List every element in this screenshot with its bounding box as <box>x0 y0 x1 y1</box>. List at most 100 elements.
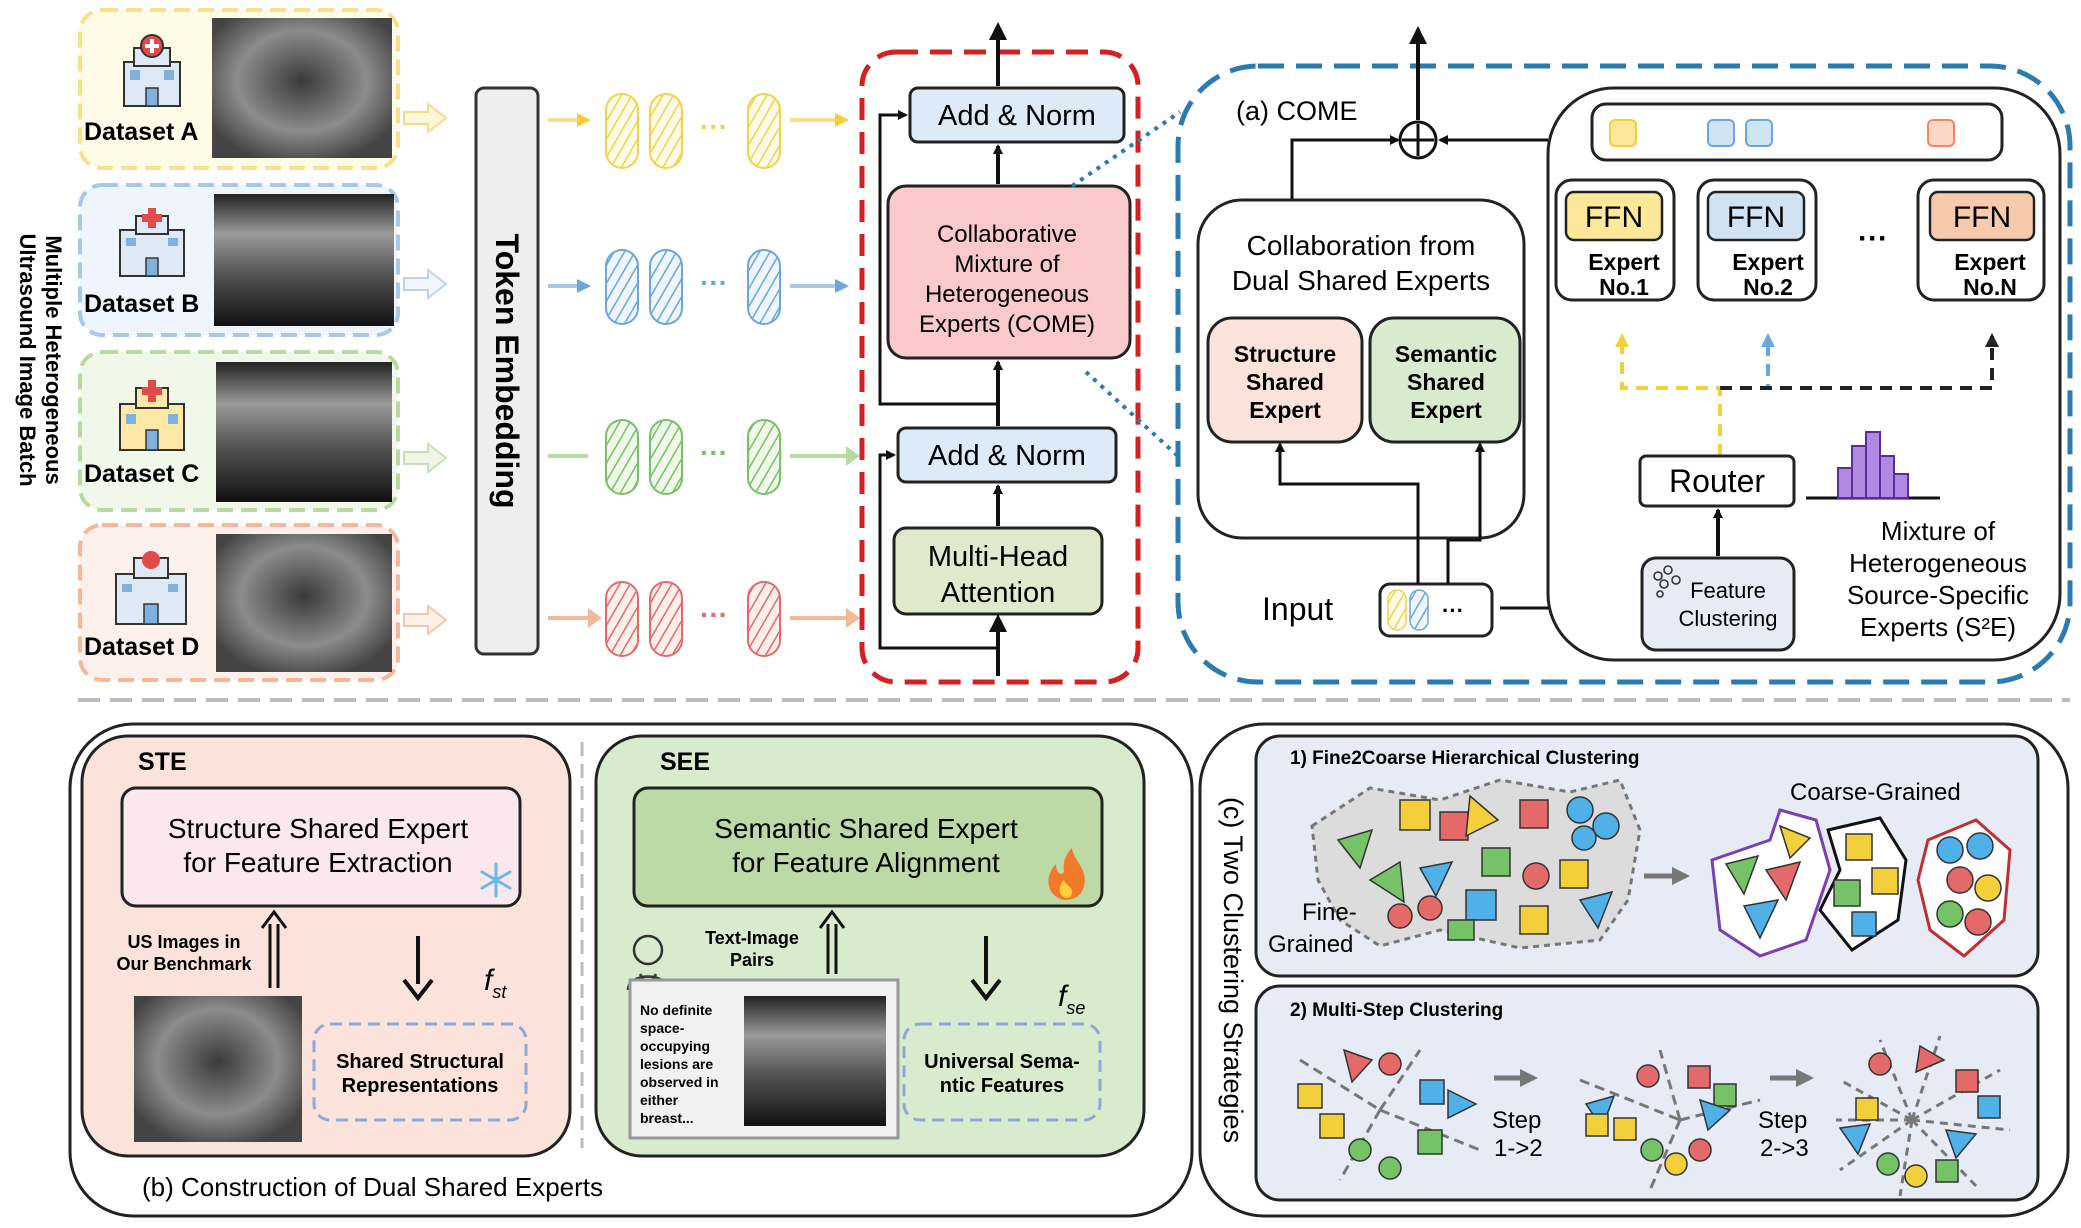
token <box>747 249 781 325</box>
report-line: No definite <box>640 1002 713 1018</box>
collab-line: Dual Shared Experts <box>1232 265 1490 296</box>
ste-output-line: Shared Structural <box>336 1051 504 1073</box>
hospital-icon <box>119 380 185 451</box>
feature-clustering-line: Feature <box>1690 578 1766 603</box>
hospital-icon <box>115 551 187 625</box>
fine-line: Fine- <box>1302 899 1357 926</box>
see-title-line: for Feature Alignment <box>732 847 1000 878</box>
dataset-label: Dataset D <box>84 633 199 661</box>
input-ellipsis: ··· <box>1442 598 1464 623</box>
expert-name: Expert <box>1732 249 1804 275</box>
collab-line: Collaboration from <box>1247 230 1476 261</box>
hospital-icon <box>119 208 185 277</box>
dataset-d: Dataset D <box>78 523 400 682</box>
mha-line: Attention <box>941 577 1055 609</box>
come-block <box>886 184 1132 360</box>
ultrasound-image <box>214 194 394 326</box>
token <box>649 93 683 169</box>
routing-vector <box>1590 102 2004 162</box>
zoom-line <box>1070 110 1182 188</box>
clustering-side-title: (c) Two Clustering Strategies <box>1218 797 1248 1143</box>
add-norm-top <box>908 86 1126 144</box>
ste-title-line: for Feature Extraction <box>183 847 452 878</box>
clustering-panel: (c) Two Clustering Strategies 1) Fine2Co… <box>1198 722 2070 1218</box>
structure-shared-expert <box>1206 316 1364 444</box>
expert-1: FFN Expert No.1 <box>1554 178 1676 302</box>
mha-line: Multi-Head <box>928 541 1068 573</box>
clustering-icon <box>1653 565 1681 598</box>
dataset-label: Dataset C <box>84 460 199 488</box>
semantic-line: Shared <box>1407 369 1485 395</box>
ffn-label: FFN <box>1585 201 1643 234</box>
route-line <box>1615 333 1722 456</box>
come-line: Collaborative <box>937 221 1077 248</box>
see-symbol: fse <box>1058 980 1085 1018</box>
fine2coarse-title: 1) Fine2Coarse Hierarchical Clustering <box>1290 748 1640 769</box>
report-line: lesions are <box>640 1056 713 1072</box>
encoder-block: Add & Norm Collaborative Mixture of Hete… <box>859 22 1141 685</box>
token <box>747 93 781 169</box>
mixture-line: Mixture of <box>1881 516 1996 546</box>
coarse-label: Coarse-Grained <box>1790 779 1961 806</box>
token-embedding-label: Token Embedding <box>489 234 525 509</box>
see-output-box <box>902 1022 1102 1122</box>
dataset-label: Dataset A <box>84 118 198 146</box>
dataset-arrows <box>403 101 448 637</box>
expert-no: No.2 <box>1743 274 1793 300</box>
step2-line: Step <box>1758 1107 1807 1134</box>
hollow-arrow <box>403 267 448 301</box>
step2-line: 2->3 <box>1760 1135 1809 1162</box>
us-benchmark-image <box>134 996 302 1142</box>
zoom-line <box>1084 370 1182 460</box>
expert-name: Expert <box>1954 249 2026 275</box>
multistep-stage-1 <box>1297 1048 1481 1181</box>
input-label: Input <box>1262 591 1333 627</box>
structure-line: Expert <box>1249 397 1321 423</box>
ste-symbol-f: f <box>484 964 495 997</box>
come-line: Heterogeneous <box>925 281 1089 308</box>
token <box>605 249 639 325</box>
dataset-label: Dataset B <box>84 290 199 318</box>
token-ellipsis: ··· <box>700 599 728 630</box>
come-dashed-frame <box>1175 63 2073 685</box>
semantic-line: Expert <box>1410 397 1482 423</box>
ste-tag: STE <box>138 748 187 776</box>
side-label: Multiple Heterogeneous Ultrasound Image … <box>15 233 66 486</box>
expert-2: FFN Expert No.2 <box>1696 178 1818 302</box>
semantic-line: Semantic <box>1395 341 1497 367</box>
semantic-shared-expert <box>1368 316 1522 444</box>
structure-line: Structure <box>1234 341 1336 367</box>
ffn-label: FFN <box>1727 201 1785 234</box>
report-line: observed in <box>640 1074 719 1090</box>
ste-input-line: US Images in <box>127 932 240 952</box>
add-norm-top-label: Add & Norm <box>938 100 1096 132</box>
token-rows: ··· ··· ··· ··· <box>548 93 860 657</box>
ste-input-line: Our Benchmark <box>116 954 252 974</box>
multistep-stage-2 <box>1579 1049 1761 1191</box>
ste-output-box <box>312 1022 528 1122</box>
see-title-line: Semantic Shared Expert <box>714 813 1018 844</box>
fine-shapes <box>1336 794 1620 941</box>
see-title-box <box>632 786 1104 908</box>
histogram-icon <box>1837 431 1909 499</box>
ste-output-line: Representations <box>342 1075 499 1097</box>
expert-n: FFN Expert No.N <box>1916 178 2046 302</box>
come-panel: (a) COME Collaboration from Dual Shared … <box>1175 26 2073 685</box>
see-output-line: ntic Features <box>940 1075 1064 1097</box>
add-norm-bottom-label: Add & Norm <box>928 440 1086 472</box>
multistep-panel <box>1254 984 2040 1202</box>
dual-experts-panel: (b) Construction of Dual Shared Experts … <box>68 722 1194 1218</box>
see-input-line: Pairs <box>730 950 774 970</box>
token <box>605 93 639 169</box>
router-box <box>1638 454 1796 508</box>
come-line: Mixture of <box>954 251 1060 278</box>
come-title: (a) COME <box>1236 96 1358 126</box>
see-tag: SEE <box>660 748 710 776</box>
token <box>605 419 639 495</box>
report-line: breast... <box>640 1110 694 1126</box>
ste-title-line: Structure Shared Expert <box>168 813 469 844</box>
report-ultrasound-image <box>744 996 886 1126</box>
mixture-line: Source-Specific <box>1847 580 2029 610</box>
token <box>649 581 683 657</box>
